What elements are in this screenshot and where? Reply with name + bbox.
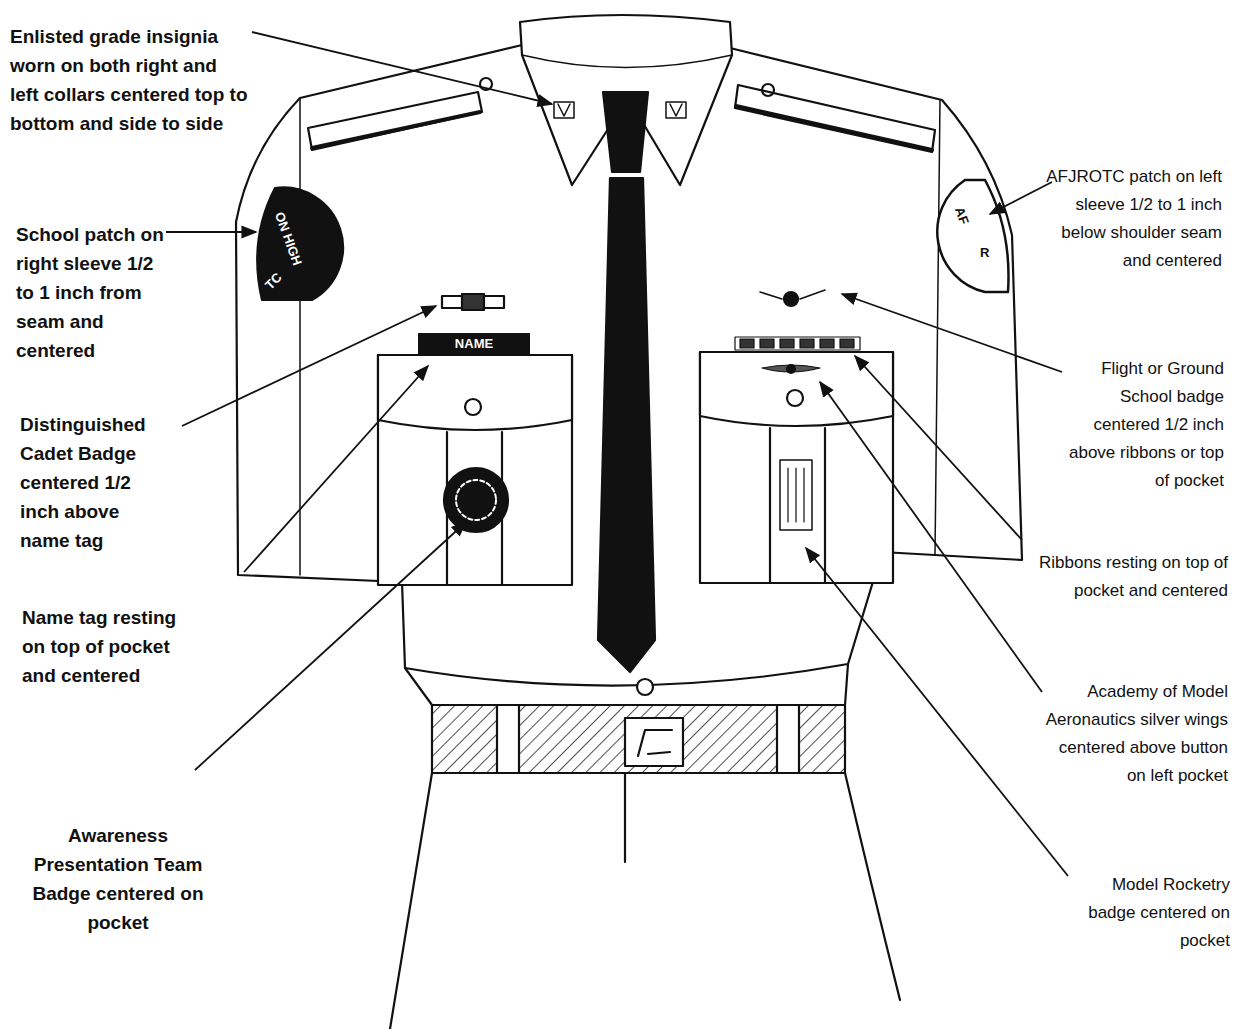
callout-label: Awareness Presentation Team Badge center… bbox=[18, 821, 218, 937]
epaulet bbox=[735, 85, 935, 152]
callout-label: AFJROTC patch on left sleeve 1/2 to 1 in… bbox=[1040, 163, 1222, 275]
callout-label: Flight or Ground School badge centered 1… bbox=[1052, 355, 1224, 495]
callout-label: Name tag resting on top of pocket and ce… bbox=[22, 603, 202, 690]
flight-badge bbox=[760, 290, 825, 306]
callout-label: Ribbons resting on top of pocket and cen… bbox=[1030, 549, 1228, 605]
pocket bbox=[700, 352, 893, 583]
collar-insignia bbox=[554, 102, 686, 118]
patch-text: ON HIGH bbox=[272, 210, 305, 267]
patch-text: AF bbox=[952, 205, 972, 226]
name-tag-text: NAME bbox=[426, 336, 522, 351]
patch-text: TC bbox=[262, 270, 285, 293]
collar bbox=[520, 15, 732, 185]
trousers bbox=[845, 773, 900, 1000]
afjrotc-patch bbox=[937, 180, 1008, 292]
awareness-badge bbox=[444, 468, 508, 532]
name-tag: NAME bbox=[418, 333, 530, 355]
leader-lines bbox=[166, 32, 1068, 876]
patch-text: R bbox=[980, 245, 989, 260]
school-patch bbox=[257, 187, 343, 300]
ribbons bbox=[735, 337, 860, 350]
model-rocketry-badge bbox=[780, 460, 812, 530]
callout-label: Model Rocketry badge centered on pocket bbox=[1070, 871, 1230, 955]
tie-knot bbox=[603, 92, 648, 172]
epaulet bbox=[308, 92, 482, 150]
callout-label: Academy of Model Aeronautics silver wing… bbox=[1040, 678, 1228, 790]
trousers bbox=[390, 773, 432, 1029]
callout-label: Enlisted grade insignia worn on both rig… bbox=[10, 22, 250, 138]
callout-label: School patch on right sleeve 1/2 to 1 in… bbox=[16, 220, 166, 365]
belt bbox=[432, 705, 845, 773]
tie bbox=[598, 178, 655, 672]
ama-wings bbox=[762, 365, 820, 373]
callout-label: Distinguished Cadet Badge centered 1/2 i… bbox=[20, 410, 170, 555]
belt-buckle bbox=[625, 718, 683, 766]
